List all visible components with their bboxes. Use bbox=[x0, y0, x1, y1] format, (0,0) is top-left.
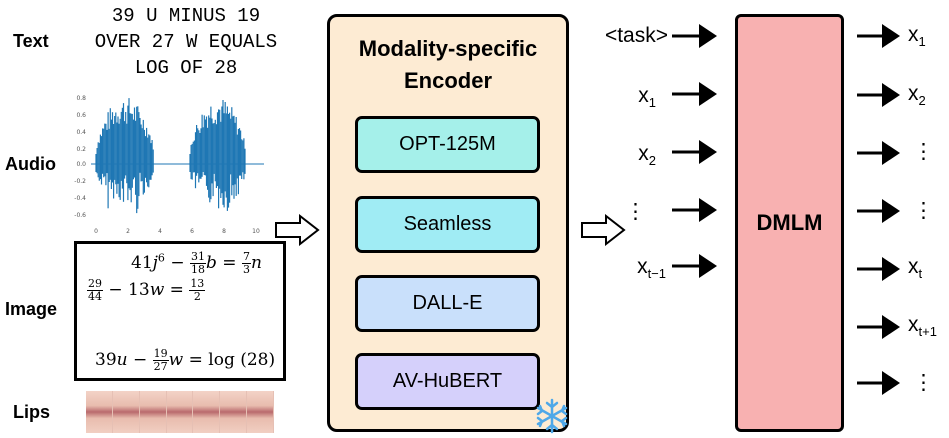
input-xt1-sub: t−1 bbox=[647, 266, 666, 282]
dmlm-box: DMLM bbox=[735, 14, 844, 432]
eq-part: 6 bbox=[157, 251, 165, 265]
output-xt1-sub: t+1 bbox=[918, 324, 937, 340]
lips-frames bbox=[86, 391, 275, 433]
lip-frame bbox=[139, 391, 167, 433]
audio-y-ticks: 0.8 0.6 0.4 0.2 0.0 -0.2 -0.4 -0.6 bbox=[74, 95, 86, 219]
lip-frame bbox=[166, 391, 194, 433]
input-xt-minus-1: xt−1 bbox=[576, 255, 666, 281]
output-dots-1: ⋮ bbox=[913, 140, 934, 163]
eq-part: = bbox=[164, 280, 190, 300]
audio-waveform: 0.8 0.6 0.4 0.2 0.0 -0.2 -0.4 -0.6 0 2 4… bbox=[74, 95, 264, 235]
eq-part: − bbox=[164, 253, 190, 273]
eq-part: n bbox=[250, 253, 262, 273]
y-tick: -0.2 bbox=[74, 178, 86, 185]
y-tick: 0.6 bbox=[76, 112, 86, 119]
input-x1-base: x bbox=[638, 84, 649, 107]
y-tick: 0.0 bbox=[76, 161, 86, 168]
eq-part: = bbox=[216, 253, 242, 273]
output-x1-base: x bbox=[908, 23, 919, 46]
encoder-av-hubert: AV-HuBERT bbox=[355, 353, 540, 410]
output-x1: x1 bbox=[908, 23, 926, 49]
x-tick: 4 bbox=[158, 228, 162, 235]
lip-frame bbox=[193, 391, 221, 433]
encoder-seamless: Seamless bbox=[355, 196, 540, 253]
output-dots-3: ⋮ bbox=[913, 371, 934, 394]
eq-part: − bbox=[127, 350, 153, 370]
eq-part: w bbox=[149, 280, 165, 300]
snowflake-icon bbox=[536, 398, 568, 434]
text-line-2: OVER 27 W EQUALS bbox=[94, 31, 278, 53]
lip-frame bbox=[220, 391, 248, 433]
lip-frame bbox=[112, 391, 140, 433]
input-x2-base: x bbox=[638, 142, 649, 165]
lip-frame bbox=[86, 391, 113, 433]
output-arrows bbox=[857, 24, 900, 395]
output-xt-plus-1: xt+1 bbox=[908, 313, 937, 339]
input-task: <task> bbox=[604, 24, 668, 47]
text-line-1: 39 U MINUS 19 bbox=[111, 5, 261, 27]
encoder-title-line-2: Encoder bbox=[403, 68, 493, 93]
output-x2: x2 bbox=[908, 82, 926, 108]
output-xt: xt bbox=[908, 255, 922, 281]
label-image: Image bbox=[5, 299, 58, 319]
y-tick: 0.4 bbox=[76, 129, 86, 136]
output-xt-sub: t bbox=[918, 266, 923, 282]
input-x2-sub: 2 bbox=[648, 153, 656, 169]
input-x1-sub: 1 bbox=[648, 95, 656, 111]
output-xt1-base: x bbox=[908, 313, 919, 336]
encoder-opt-125m: OPT-125M bbox=[355, 116, 540, 173]
x-tick: 8 bbox=[222, 228, 226, 235]
waveform-bars bbox=[95, 98, 246, 214]
output-x1-sub: 1 bbox=[918, 34, 926, 50]
lip-frame bbox=[247, 391, 275, 433]
eq-part: j bbox=[152, 253, 158, 273]
hollow-arrow-icon bbox=[275, 214, 320, 246]
y-tick: -0.4 bbox=[74, 195, 86, 202]
input-xt1-base: x bbox=[637, 255, 648, 278]
eq-part: = log (28) bbox=[183, 350, 276, 370]
input-x1: x1 bbox=[566, 84, 656, 110]
text-sample: 39 U MINUS 19 OVER 27 W EQUALS LOG OF 28 bbox=[70, 3, 302, 81]
encoder-title-line-1: Modality-specific bbox=[358, 36, 538, 61]
input-x2: x2 bbox=[566, 142, 656, 168]
x-tick: 2 bbox=[126, 228, 130, 235]
x-tick: 10 bbox=[252, 228, 260, 235]
audio-x-ticks: 0 2 4 6 8 10 bbox=[94, 228, 260, 235]
output-xt-base: x bbox=[908, 255, 919, 278]
eq-part: w bbox=[168, 350, 184, 370]
output-x2-base: x bbox=[908, 82, 919, 105]
encoder-dall-e: DALL-E bbox=[355, 275, 540, 332]
label-lips: Lips bbox=[13, 402, 51, 422]
x-tick: 6 bbox=[190, 228, 194, 235]
input-arrows bbox=[672, 24, 717, 278]
eq-part: 41 bbox=[131, 253, 153, 273]
y-tick: 0.8 bbox=[76, 95, 86, 102]
eq-part: u bbox=[116, 350, 128, 370]
x-tick: 0 bbox=[94, 228, 98, 235]
hollow-arrow-icon bbox=[581, 214, 626, 246]
output-x2-sub: 2 bbox=[918, 93, 926, 109]
text-line-3: LOG OF 28 bbox=[134, 57, 238, 79]
y-tick: 0.2 bbox=[76, 146, 86, 153]
label-audio: Audio bbox=[5, 154, 56, 174]
eq-part: − 13 bbox=[103, 280, 150, 300]
label-text: Text bbox=[13, 31, 49, 51]
eq-part: b bbox=[205, 253, 217, 273]
y-tick: -0.6 bbox=[74, 212, 86, 219]
output-dots-2: ⋮ bbox=[913, 199, 934, 222]
input-dots: ⋮ bbox=[625, 200, 646, 223]
eq-part: 39 bbox=[95, 350, 117, 370]
